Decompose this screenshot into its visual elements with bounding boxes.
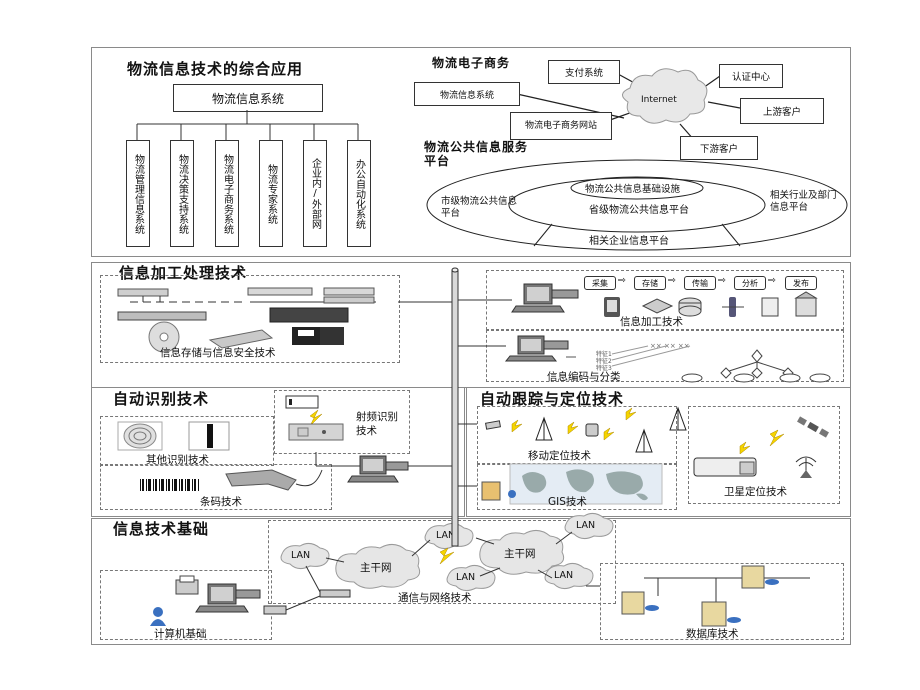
ecommerce-title: 物流电子商务 — [432, 56, 511, 70]
other-id-label: 其他识别技术 — [146, 454, 209, 466]
integrated-application-title: 物流信息技术的综合应用 — [127, 60, 304, 78]
subsystem-office: 办公自动化系统 — [347, 140, 371, 247]
coding-area — [486, 330, 844, 382]
processing-title: 信息加工处理技术 — [119, 264, 248, 282]
subsystem-decision: 物流决策支持系统 — [170, 140, 194, 247]
tracking-title: 自动跟踪与定位技术 — [480, 390, 625, 408]
storage-dashed-area — [100, 275, 400, 363]
subsystem-ecommerce: 物流电子商务系统 — [215, 140, 239, 247]
province-platform-label: 省级物流公共信息平台 — [589, 205, 689, 216]
city-platform-label: 市级物流公共信息平台 — [441, 196, 518, 219]
subsystem-management: 物流管理信息系统 — [126, 140, 150, 247]
logistics-info-system-box: 物流信息系统 — [173, 84, 323, 112]
satellite-area — [688, 406, 840, 504]
payment-system-box: 支付系统 — [548, 60, 620, 84]
flow-step-transfer: 传输 — [684, 276, 716, 290]
lan-label-top: LAN — [436, 530, 456, 541]
ecommerce-info-system-box: 物流信息系统 — [414, 82, 520, 106]
flow-step-store: 存储 — [634, 276, 666, 290]
attr-1: 特征1 — [596, 351, 612, 358]
rfid-area — [274, 390, 410, 454]
upstream-customer-box: 上游客户 — [740, 98, 824, 124]
backbone-label-left: 主干网 — [360, 562, 392, 574]
flow-arrow-1: ⇨ — [618, 275, 626, 286]
foundation-title: 信息技术基础 — [113, 520, 210, 538]
database-label: 数据库技术 — [686, 628, 739, 640]
flow-arrow-4: ⇨ — [768, 275, 776, 286]
flow-step-analyze: 分析 — [734, 276, 766, 290]
computer-label: 计算机基础 — [154, 628, 207, 640]
storage-label: 信息存储与信息安全技术 — [160, 347, 276, 359]
public-platform-title-2: 平台 — [424, 154, 451, 168]
subsystem-expert: 物流专家系统 — [259, 140, 283, 247]
attr-3: 特征3 — [596, 365, 612, 372]
mobile-label: 移动定位技术 — [528, 450, 591, 462]
auth-center-box: 认证中心 — [719, 64, 783, 88]
public-platform-title-1: 物流公共信息服务 — [424, 140, 529, 154]
auto-id-panel — [91, 387, 465, 517]
database-area — [600, 563, 844, 640]
internet-cloud — [622, 68, 708, 124]
lan-label-bottom: LAN — [456, 572, 476, 583]
processing-panel — [91, 262, 851, 388]
svg-text:×× ×× ××: ×× ×× ×× — [650, 342, 690, 350]
internet-label: Internet — [641, 95, 677, 105]
network-label: 通信与网络技术 — [398, 592, 472, 604]
satellite-label: 卫星定位技术 — [724, 486, 787, 498]
industry-platform-label: 相关行业及部门信息平台 — [770, 190, 837, 213]
ecommerce-website-box: 物流电子商务网站 — [510, 112, 612, 140]
lan-label-top-right: LAN — [576, 520, 596, 531]
subsystem-intranet: 企业内/外部网 — [303, 140, 327, 247]
processing-tech-label: 信息加工技术 — [620, 316, 683, 328]
flow-step-publish: 发布 — [785, 276, 817, 290]
backbone-label-right: 主干网 — [504, 548, 536, 560]
barcode-label: 条码技术 — [200, 496, 242, 508]
flow-arrow-3: ⇨ — [718, 275, 726, 286]
computer-area — [100, 570, 272, 640]
downstream-customer-box: 下游客户 — [680, 136, 758, 160]
attr-2: 特征2 — [596, 358, 612, 365]
network-area — [268, 520, 616, 604]
other-id-area — [100, 416, 274, 466]
enterprise-platform-label: 相关企业信息平台 — [589, 236, 669, 247]
rfid-label: 射频识别技术 — [356, 411, 398, 437]
auto-id-title: 自动识别技术 — [113, 390, 210, 408]
flow-arrow-2: ⇨ — [668, 275, 676, 286]
public-core-label: 物流公共信息基础设施 — [585, 184, 681, 195]
lan-label-left: LAN — [291, 550, 311, 561]
barcode-area — [100, 464, 332, 510]
gis-label: GIS技术 — [548, 496, 587, 508]
coding-label: 信息编码与分类 — [547, 371, 621, 383]
flow-step-collect: 采集 — [584, 276, 616, 290]
lan-label-bottom-right: LAN — [554, 570, 574, 581]
